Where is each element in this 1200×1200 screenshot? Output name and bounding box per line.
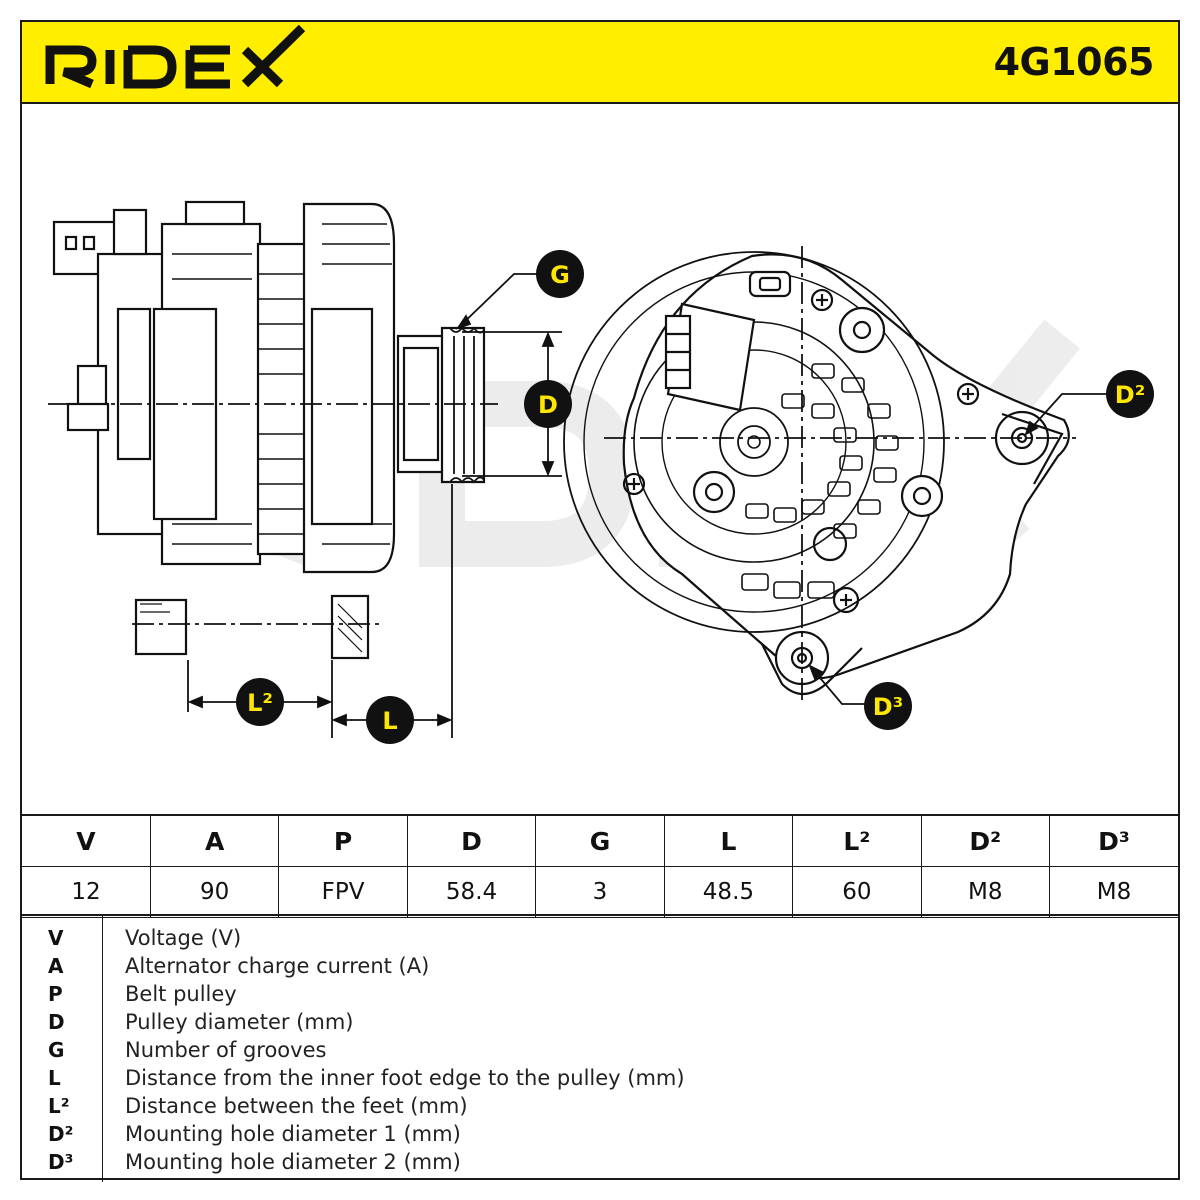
spec-value-l2: 60: [792, 866, 922, 918]
legend-divider: [102, 916, 103, 1182]
part-number: 4G1065: [993, 40, 1155, 84]
legend-code: A: [48, 954, 64, 978]
callout-g: G: [536, 250, 584, 298]
ridex-logo: [45, 24, 306, 89]
legend-text: Mounting hole diameter 1 (mm): [125, 1122, 461, 1146]
spec-header-a: A: [149, 814, 280, 867]
spec-header-d2: D²: [920, 814, 1051, 867]
spec-value-d2: M8: [920, 866, 1051, 918]
callout-d2: D²: [1106, 370, 1154, 418]
legend-text: Number of grooves: [125, 1038, 327, 1062]
legend-code: L²: [48, 1094, 70, 1118]
legend-text: Distance from the inner foot edge to the…: [125, 1066, 685, 1090]
spec-value-a: 90: [149, 866, 280, 918]
spec-value-p: FPV: [278, 866, 408, 918]
spec-value-v: 12: [22, 866, 151, 918]
callout-l: L: [366, 696, 414, 744]
callout-d: D: [524, 380, 572, 428]
legend-item: G Number of grooves: [22, 1036, 1178, 1064]
spec-value-g: 3: [535, 866, 665, 918]
legend-item: L Distance from the inner foot edge to t…: [22, 1064, 1178, 1092]
spec-header-d: D: [406, 814, 537, 867]
product-sheet: 4G1065: [20, 20, 1180, 1182]
header-bar: 4G1065: [22, 22, 1178, 104]
callout-d3: D³: [864, 682, 912, 730]
legend-item: D² Mounting hole diameter 1 (mm): [22, 1120, 1178, 1148]
spec-header-d3: D³: [1049, 814, 1178, 867]
callout-d-label: D: [538, 391, 558, 419]
spec-value-row: 12 90 FPV 58.4 3 48.5 60 M8 M8: [22, 866, 1178, 918]
legend-code: L: [48, 1066, 61, 1090]
callout-g-label: G: [550, 261, 570, 289]
spec-header-v: V: [22, 814, 151, 867]
legend-text: Distance between the feet (mm): [125, 1094, 468, 1118]
spec-header-g: G: [535, 814, 665, 867]
front-view-centerlines: [604, 246, 1108, 705]
spec-table: V A P D G L L² D² D³ 12 90 FPV 58.4 3 48…: [22, 814, 1178, 918]
spec-header-l2: L²: [792, 814, 922, 867]
alternator-front-view: [563, 251, 1070, 696]
technical-drawing: G D L² L D² D³: [22, 104, 1178, 812]
legend-item: D³ Mounting hole diameter 2 (mm): [22, 1148, 1178, 1176]
legend-item: V Voltage (V): [22, 924, 1178, 952]
spec-header-l: L: [663, 814, 794, 867]
legend-item: P Belt pulley: [22, 980, 1178, 1008]
spec-value-d: 58.4: [406, 866, 537, 918]
legend-code: V: [48, 926, 64, 950]
legend-text: Pulley diameter (mm): [125, 1010, 354, 1034]
spec-value-d3: M8: [1049, 866, 1178, 918]
legend: V Voltage (V) A Alternator charge curren…: [22, 914, 1178, 1182]
alternator-side-view: [52, 200, 486, 660]
callout-l2: L²: [236, 678, 284, 726]
legend-code: P: [48, 982, 63, 1006]
legend-text: Alternator charge current (A): [125, 954, 430, 978]
legend-text: Mounting hole diameter 2 (mm): [125, 1150, 461, 1174]
alternator-diagram: G D L² L D² D³: [48, 200, 1154, 744]
legend-code: D²: [48, 1122, 74, 1146]
legend-item: D Pulley diameter (mm): [22, 1008, 1178, 1036]
spec-header-p: P: [278, 814, 408, 867]
legend-text: Belt pulley: [125, 982, 237, 1006]
legend-item: L² Distance between the feet (mm): [22, 1092, 1178, 1120]
spec-header-row: V A P D G L L² D² D³: [22, 814, 1178, 867]
legend-code: G: [48, 1038, 65, 1062]
legend-code: D: [48, 1010, 65, 1034]
callout-d2-label: D²: [1115, 381, 1145, 409]
callout-l2-label: L²: [247, 689, 273, 717]
legend-text: Voltage (V): [125, 926, 242, 950]
callout-l-label: L: [382, 707, 397, 735]
callout-d3-label: D³: [873, 693, 903, 721]
legend-item: A Alternator charge current (A): [22, 952, 1178, 980]
legend-code: D³: [48, 1150, 74, 1174]
spec-value-l: 48.5: [663, 866, 794, 918]
